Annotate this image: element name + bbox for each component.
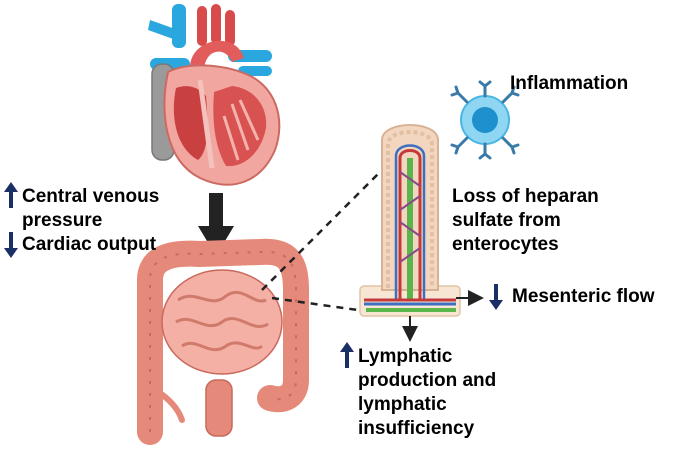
immune-cell-icon: [450, 80, 520, 160]
cell-nucleus: [472, 107, 498, 133]
central-venous-pressure-label-2: pressure: [22, 210, 103, 231]
mesenteric-flow-label: Mesenteric flow: [512, 286, 655, 307]
chordae: [222, 99, 260, 161]
haustra: [149, 250, 297, 432]
down-arrow-icon: [4, 232, 18, 258]
artery-3: [225, 10, 235, 46]
left-chamber: [173, 86, 208, 160]
small-intestine-loops: [175, 290, 269, 352]
heparan-label-1: Loss of heparan: [452, 186, 599, 207]
lymphatic-label-1: Lymphatic: [358, 346, 453, 367]
venule: [394, 144, 426, 300]
aortic-arch: [189, 40, 244, 72]
inflammation-label: Inflammation: [510, 73, 629, 94]
capillaries: [399, 171, 421, 263]
cardiac-output-label: Cardiac output: [22, 234, 157, 255]
heart-icon: [148, 4, 281, 186]
lymphatic-up-arrow-icon: [340, 342, 354, 368]
zoom-line-bottom: [271, 296, 373, 314]
heparan-label-3: enterocytes: [452, 234, 559, 255]
lymphatic-label-3: lymphatic: [358, 394, 447, 415]
artery-1: [197, 6, 207, 46]
enterocyte-layer: [386, 130, 434, 288]
intestines-icon: [137, 238, 309, 445]
heparan-label-2: sulfate from: [452, 210, 561, 231]
septum: [197, 79, 215, 169]
brachiocephalic-vein: [148, 20, 178, 40]
appendix: [155, 389, 185, 423]
villus-icon: [359, 124, 461, 317]
superior-vena-cava: [172, 4, 186, 48]
mesenteric-down-arrow-icon: [489, 284, 503, 310]
artery-2: [211, 4, 221, 44]
lymphatic-label-4: insufficiency: [358, 418, 475, 439]
central-venous-pressure-label-1: Central venous: [22, 186, 160, 207]
up-arrow-icon: [4, 182, 18, 208]
arteriole: [398, 149, 422, 300]
zoom-line-top: [261, 171, 381, 291]
lymphatic-label-2: production and: [358, 370, 497, 391]
rectum: [205, 379, 233, 437]
cell-receptors: [450, 80, 520, 160]
